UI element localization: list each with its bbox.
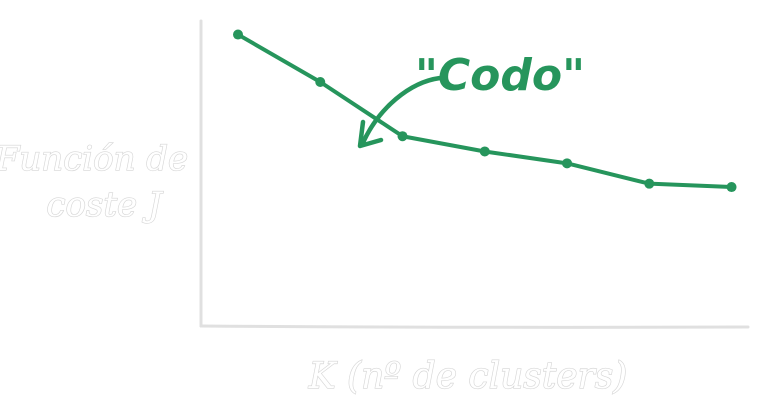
elbow-annotation: "Codo" xyxy=(357,50,585,149)
elbow-annotation-label: "Codo" xyxy=(415,50,585,101)
elbow-arrowhead xyxy=(357,119,384,149)
data-point-k5 xyxy=(562,158,573,169)
x-axis-line xyxy=(199,324,750,329)
y-axis-label-line-1: Función de xyxy=(0,139,188,179)
elbow-arrow xyxy=(359,75,443,148)
data-point-k1 xyxy=(233,29,244,40)
data-point-k4 xyxy=(479,146,490,157)
y-axis-label-line-2: coste J xyxy=(46,185,164,225)
data-point-k2 xyxy=(315,77,326,87)
data-series xyxy=(233,29,737,193)
x-axis-label: K (nº de clusters) xyxy=(308,356,628,397)
axes xyxy=(199,19,750,329)
data-point-k6 xyxy=(644,178,655,189)
data-point-k3 xyxy=(397,131,408,142)
data-point-k7 xyxy=(726,182,737,193)
